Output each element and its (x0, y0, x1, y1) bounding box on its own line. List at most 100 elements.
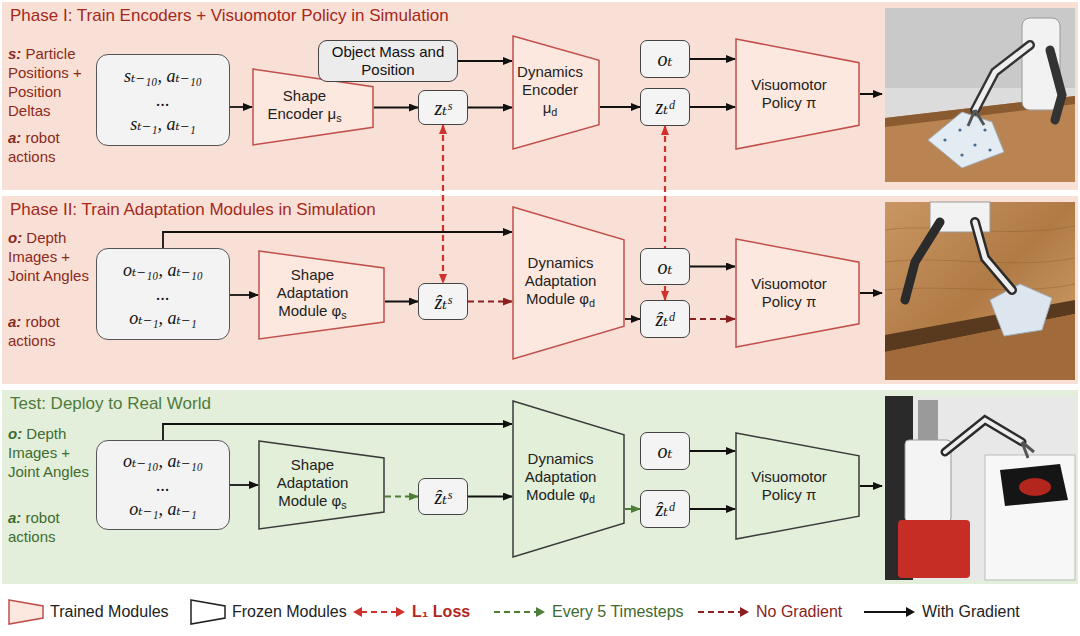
latent-box: ẑₜᵈ (640, 300, 690, 338)
subscript: s (341, 309, 346, 321)
latent-box: ẑₜᵈ (640, 490, 690, 528)
latent-symbol: oₜ (658, 48, 673, 70)
latent-box: ẑₜˢ (418, 478, 468, 515)
latent-symbol: oₜ (658, 256, 673, 278)
module-trapezoid: Dynamics Adaptation Module φd (512, 206, 625, 360)
module-name: Shape Adaptation Module φs (265, 456, 360, 514)
module-name: Shape Encoder μs (259, 87, 351, 127)
history-line: sₜ₋₁, aₜ₋₁ (130, 112, 195, 136)
module-text-area: Shape Adaptation Module φs (258, 440, 367, 530)
variable-name: s: (8, 45, 21, 62)
legend-line (494, 611, 537, 613)
module-trapezoid: Visuomotor Policy π (735, 38, 860, 150)
history-line: oₜ₋₁₀, aₜ₋₁₀ (123, 449, 203, 473)
legend-swatch (862, 599, 916, 625)
module-name: Visuomotor Policy π (742, 275, 837, 311)
subscript: d (589, 297, 595, 309)
legend-arrow-head (906, 607, 915, 617)
legend-text: Every 5 Timesteps (552, 603, 684, 621)
history-box: oₜ₋₁₀, aₜ₋₁₀...oₜ₋₁, aₜ₋₁ (96, 248, 230, 340)
legend-text: With Gradient (922, 603, 1020, 621)
legend-item: No Gradient (696, 594, 842, 630)
trapezoid-shape (513, 401, 624, 557)
module-text-area: Dynamics Encoder μd (512, 35, 588, 150)
module-name: Visuomotor Policy π (742, 76, 837, 112)
module-text-area: Dynamics Adaptation Module φd (512, 206, 609, 360)
latent-box: oₜ (640, 248, 690, 285)
history-line: sₜ₋₁₀, aₜ₋₁₀ (124, 64, 202, 88)
latent-symbol: zₜᵈ (656, 96, 675, 118)
input-box: Object Mass and Position (318, 40, 458, 82)
legend-swatch (190, 599, 226, 625)
history-line: ... (156, 88, 170, 112)
legend-text: No Gradient (756, 603, 842, 621)
subscript: d (589, 493, 595, 505)
trapezoid-shape (736, 39, 859, 149)
latent-symbol: zₜˢ (435, 97, 452, 119)
subscript: s (336, 112, 341, 124)
variable-name: a: (8, 313, 21, 330)
phase-title: Phase II: Train Adaptation Modules in Si… (10, 200, 376, 220)
module-name: Dynamics Adaptation Module φd (518, 254, 603, 312)
phase-band: Test: Deploy to Real World oₜ₋₁₀, aₜ₋₁₀..… (2, 390, 1078, 584)
history-line: oₜ₋₁, aₜ₋₁ (129, 306, 196, 330)
variable-name: a: (8, 129, 21, 146)
module-name: Dynamics Adaptation Module φd (518, 450, 603, 508)
legend-line (698, 611, 741, 613)
legend-item: With Gradient (862, 594, 1020, 630)
latent-symbol: ẑₜᵈ (656, 308, 675, 330)
input-description: o: Depth Images + Joint Angles (8, 424, 94, 481)
legend-swatch (8, 599, 44, 625)
module-name: Dynamics Encoder μd (514, 63, 586, 121)
input-description: a: robot actions (8, 508, 88, 546)
module-trapezoid: Dynamics Adaptation Module φd (512, 400, 625, 558)
input-description: a: robot actions (8, 312, 88, 350)
trapezoid-shape (736, 239, 859, 347)
module-trapezoid: Visuomotor Policy π (735, 238, 860, 348)
latent-symbol: oₜ (658, 440, 673, 462)
module-text-area: Visuomotor Policy π (735, 238, 843, 348)
latent-box: zₜᵈ (640, 88, 690, 126)
trapezoid-shape (259, 441, 384, 529)
legend-swatch (696, 599, 750, 625)
trapezoid-shape (736, 433, 859, 539)
module-text-area: Shape Adaptation Module φs (258, 250, 367, 340)
phase-title: Test: Deploy to Real World (10, 394, 211, 414)
latent-box: ẑₜˢ (418, 283, 468, 320)
history-box: sₜ₋₁₀, aₜ₋₁₀...sₜ₋₁, aₜ₋₁ (96, 54, 230, 146)
latent-symbol: ẑₜˢ (435, 486, 452, 508)
module-trapezoid: Shape Adaptation Module φs (258, 440, 385, 530)
history-line: oₜ₋₁₀, aₜ₋₁₀ (123, 258, 203, 282)
input-description: a: robot actions (8, 128, 88, 166)
phase-band: Phase I: Train Encoders + Visuomotor Pol… (2, 2, 1078, 190)
phase-title: Phase I: Train Encoders + Visuomotor Pol… (10, 6, 449, 26)
input-description: o: Depth Images + Joint Angles (8, 228, 94, 285)
trapezoid-shape (513, 207, 624, 359)
legend-item: Trained Modules (8, 594, 169, 630)
latent-box: oₜ (640, 40, 690, 78)
trapezoid-shape (259, 251, 384, 339)
module-text-area: Visuomotor Policy π (735, 432, 843, 540)
legend-text: Frozen Modules (232, 603, 347, 621)
legend-arrow-head (353, 607, 362, 617)
phase-band: Phase II: Train Adaptation Modules in Si… (2, 196, 1078, 384)
legend-arrow-head (740, 607, 749, 617)
history-box: oₜ₋₁₀, aₜ₋₁₀...oₜ₋₁, aₜ₋₁ (96, 440, 230, 530)
legend-trapezoid (9, 600, 43, 624)
legend-swatch (492, 599, 546, 625)
module-name: Shape Adaptation Module φs (265, 266, 360, 324)
legend-text: L₁ Loss (412, 603, 470, 621)
module-trapezoid: Shape Adaptation Module φs (258, 250, 385, 340)
module-text-area: Dynamics Adaptation Module φd (512, 400, 609, 558)
history-line: ... (156, 282, 170, 306)
module-trapezoid: Visuomotor Policy π (735, 432, 860, 540)
latent-symbol: ẑₜᵈ (656, 498, 675, 520)
latent-symbol: ẑₜˢ (435, 291, 452, 313)
subscript: s (341, 499, 346, 511)
legend-item: L₁ Loss (352, 594, 470, 630)
latent-box: zₜˢ (418, 90, 468, 125)
history-line: oₜ₋₁, aₜ₋₁ (129, 497, 196, 521)
variable-name: a: (8, 509, 21, 526)
legend-item: Frozen Modules (190, 594, 347, 630)
